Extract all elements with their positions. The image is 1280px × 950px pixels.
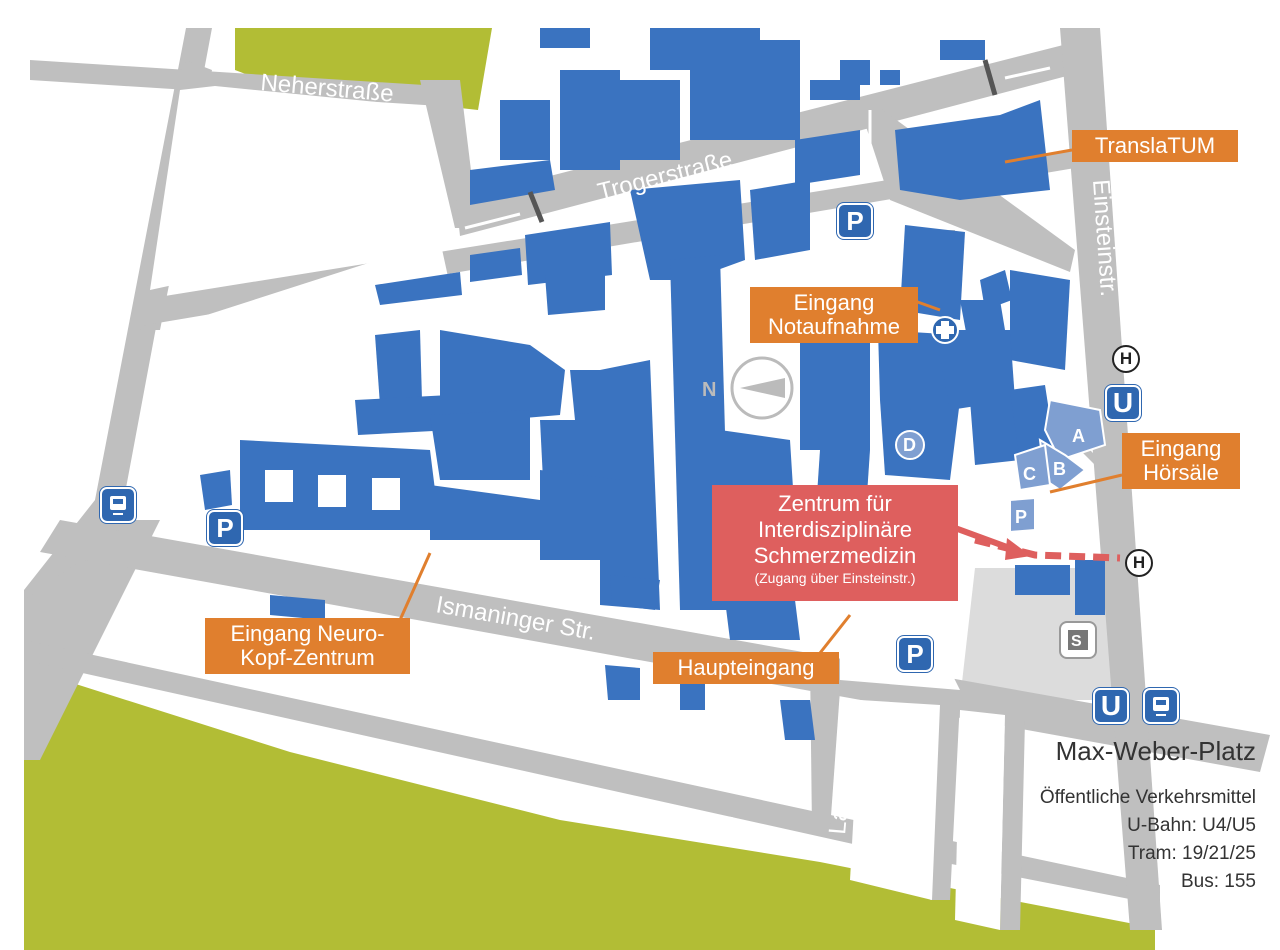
compass-icon: N <box>702 356 794 420</box>
label-eingang-hoersaele: Eingang Hörsäle <box>1122 433 1240 489</box>
building-p-letter: P <box>1015 507 1027 527</box>
label-eingang-notaufnahme: Eingang Notaufnahme <box>750 287 918 343</box>
ubahn-icon: U <box>1105 385 1141 421</box>
ubahn-icon: U <box>1093 688 1129 724</box>
transit-heading: Öffentliche Verkehrsmittel <box>1039 787 1256 808</box>
label-neuro-line1: Eingang Neuro- <box>230 621 385 646</box>
label-notaufnahme-line2: Notaufnahme <box>767 314 901 339</box>
schmerz-line2: Interdisziplinäre <box>757 517 913 542</box>
label-eingang-neuro-kopf-zentrum: Eingang Neuro- Kopf-Zentrum <box>205 618 410 674</box>
parking-icon: P <box>837 203 873 239</box>
label-translatum: TranslaTUM <box>1072 130 1238 162</box>
schmerz-line3: Schmerzmedizin <box>753 543 917 568</box>
svg-text:S: S <box>1071 633 1082 650</box>
tram-icon <box>1143 688 1179 724</box>
label-haupteingang: Haupteingang <box>653 652 839 684</box>
label-hoersaele-line1: Eingang <box>1140 436 1222 461</box>
transit-ubahn: U-Bahn: U4/U5 <box>1127 815 1256 836</box>
building-c-letter: C <box>1023 464 1036 484</box>
label-schmerzmedizin: Zentrum für Interdisziplinäre Schmerzmed… <box>712 485 958 601</box>
label-neuro-line2: Kopf-Zentrum <box>240 645 375 670</box>
svg-text:N: N <box>702 379 716 401</box>
building-a-letter: A <box>1072 426 1085 446</box>
schmerz-line1: Zentrum für <box>778 491 892 516</box>
emergency-cross-icon <box>931 316 959 344</box>
parking-icon: P <box>897 636 933 672</box>
station-name: Max-Weber-Platz <box>1055 736 1256 766</box>
bus-stop-icon: H <box>1125 549 1153 577</box>
transit-tram: Tram: 19/21/25 <box>1127 843 1256 864</box>
highlight-arrow <box>955 525 1031 560</box>
bus-stop-icon: H <box>1112 345 1140 373</box>
access-path <box>974 536 1121 562</box>
schmerz-note: (Zugang über Einsteinstr.) <box>754 570 916 586</box>
parking-icon: P <box>207 510 243 546</box>
transit-info: Öffentliche Verkehrsmittel U-Bahn: U4/U5… <box>1040 784 1256 896</box>
sparkasse-icon: S <box>1059 621 1097 659</box>
label-notaufnahme-line1: Eingang <box>793 290 875 315</box>
building-d-letter: D <box>903 435 916 455</box>
label-hoersaele-line2: Hörsäle <box>1143 460 1219 485</box>
tram-icon <box>100 487 136 523</box>
building-b-letter: B <box>1053 459 1066 479</box>
transit-bus: Bus: 155 <box>1181 871 1256 892</box>
